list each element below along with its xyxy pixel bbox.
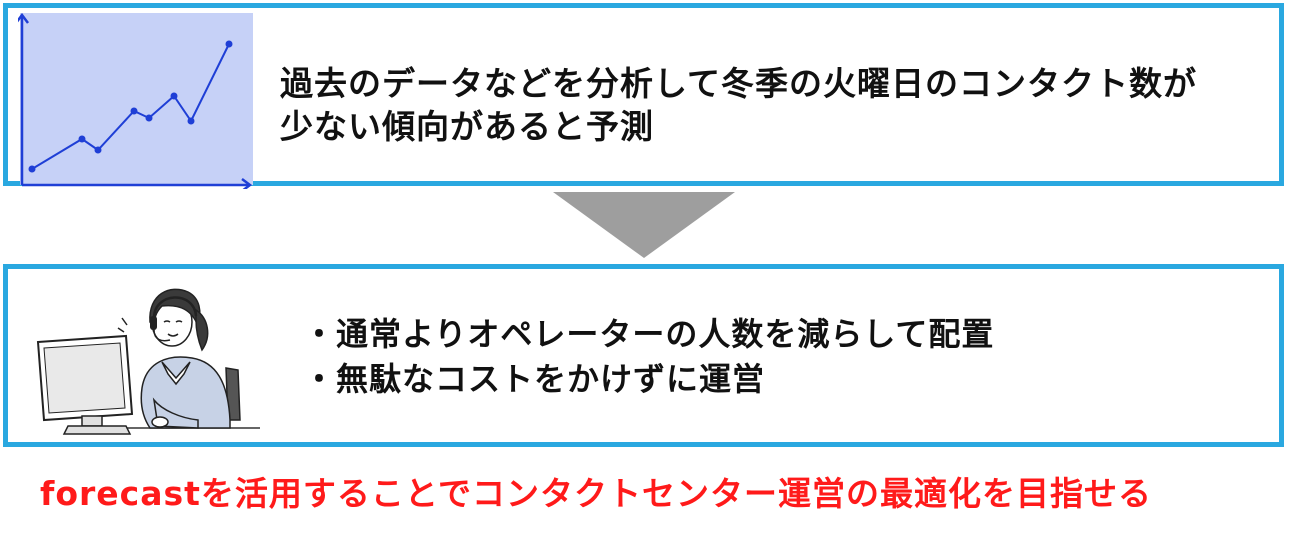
prediction-line-1: 過去のデータなどを分析して冬季の火曜日のコンタクト数が bbox=[280, 64, 1198, 103]
action-panel bbox=[3, 264, 1284, 447]
prediction-line-2: 少ない傾向があると予測 bbox=[280, 107, 654, 146]
action-item-2: ・無駄なコストをかけずに運営 bbox=[303, 360, 766, 398]
action-list: ・通常よりオペレーターの人数を減らして配置 ・無駄なコストをかけずに運営 bbox=[303, 312, 1263, 402]
conclusion-text: forecastを活用することでコンタクトセンター運営の最適化を目指せる bbox=[40, 474, 1152, 513]
prediction-text: 過去のデータなどを分析して冬季の火曜日のコンタクト数が 少ない傾向があると予測 bbox=[280, 62, 1280, 148]
line-chart-icon bbox=[18, 13, 253, 189]
action-item-1: ・通常よりオペレーターの人数を減らして配置 bbox=[303, 315, 995, 353]
prediction-panel: 過去のデータなどを分析して冬季の火曜日のコンタクト数が 少ない傾向があると予測 bbox=[3, 3, 1284, 189]
call-center-operator-illustration bbox=[36, 288, 260, 435]
down-arrow-icon bbox=[553, 192, 735, 258]
